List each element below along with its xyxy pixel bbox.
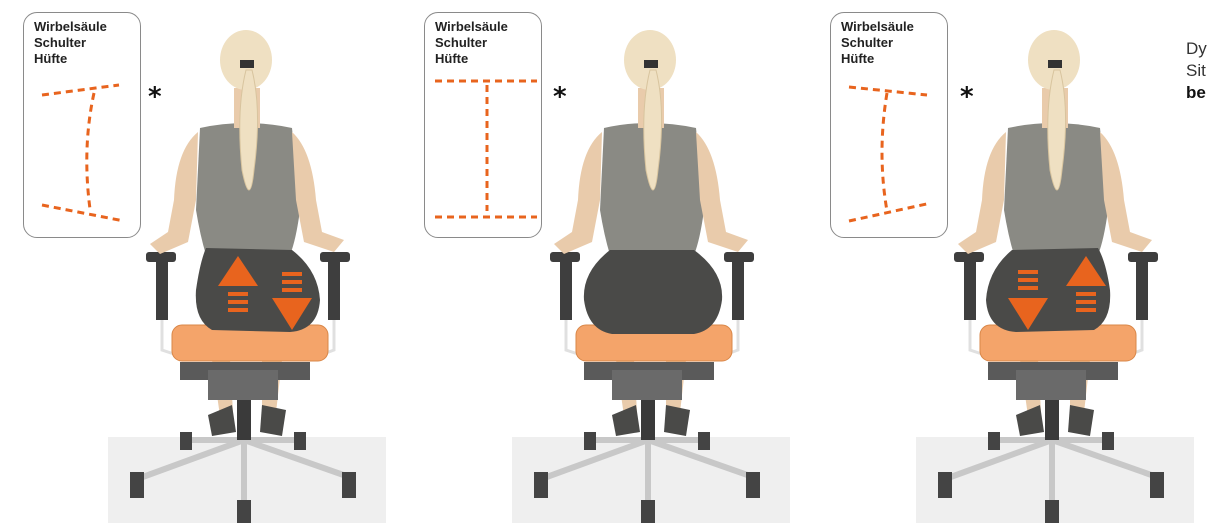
label-spine: Wirbelsäule bbox=[34, 19, 107, 34]
panel-right-tilt: Wirbelsäule Schulter Hüfte * bbox=[808, 0, 1208, 523]
label-shoulder: Schulter bbox=[34, 35, 87, 50]
panel-neutral: Wirbelsäule Schulter Hüfte * bbox=[404, 0, 804, 523]
posture-label-box: Wirbelsäule Schulter Hüfte bbox=[830, 12, 948, 238]
side-text-line-2: Sit bbox=[1186, 61, 1206, 80]
spine-diagram-straight bbox=[435, 79, 537, 219]
posture-label-box: Wirbelsäule Schulter Hüfte bbox=[23, 12, 141, 238]
hip-down-arrow-right bbox=[272, 272, 312, 330]
label-hip: Hüfte bbox=[841, 51, 875, 66]
side-text-line-1: Dy bbox=[1186, 39, 1207, 58]
hip-down-arrow-left bbox=[1008, 270, 1048, 330]
posture-labels: Wirbelsäule Schulter Hüfte bbox=[435, 19, 508, 67]
seated-person-scene bbox=[512, 30, 790, 523]
posture-labels: Wirbelsäule Schulter Hüfte bbox=[841, 19, 914, 67]
panel-left-tilt: Wirbelsäule Schulter Hüfte * bbox=[0, 0, 400, 523]
seated-person-scene bbox=[108, 30, 386, 523]
asterisk-marker: * bbox=[148, 82, 162, 112]
posture-label-box: Wirbelsäule Schulter Hüfte bbox=[424, 12, 542, 238]
seated-person-scene bbox=[916, 30, 1194, 523]
label-hip: Hüfte bbox=[435, 51, 469, 66]
side-description-text: Dy Sit be bbox=[1186, 38, 1210, 104]
label-spine: Wirbelsäule bbox=[841, 19, 914, 34]
label-hip: Hüfte bbox=[34, 51, 68, 66]
spine-diagram-tilted-left bbox=[41, 83, 125, 223]
asterisk-marker: * bbox=[960, 82, 974, 112]
chair-base bbox=[137, 437, 355, 508]
label-shoulder: Schulter bbox=[435, 35, 488, 50]
spine-diagram-tilted-right bbox=[848, 85, 932, 223]
label-shoulder: Schulter bbox=[841, 35, 894, 50]
label-spine: Wirbelsäule bbox=[435, 19, 508, 34]
chair-casters bbox=[130, 432, 356, 523]
hip-up-arrow-left bbox=[218, 256, 258, 312]
posture-labels: Wirbelsäule Schulter Hüfte bbox=[34, 19, 107, 67]
armrests bbox=[146, 252, 350, 320]
ponytail bbox=[239, 69, 259, 191]
side-text-line-3: be bbox=[1186, 83, 1206, 102]
hip-up-arrow-right bbox=[1066, 256, 1106, 312]
asterisk-marker: * bbox=[553, 82, 567, 112]
